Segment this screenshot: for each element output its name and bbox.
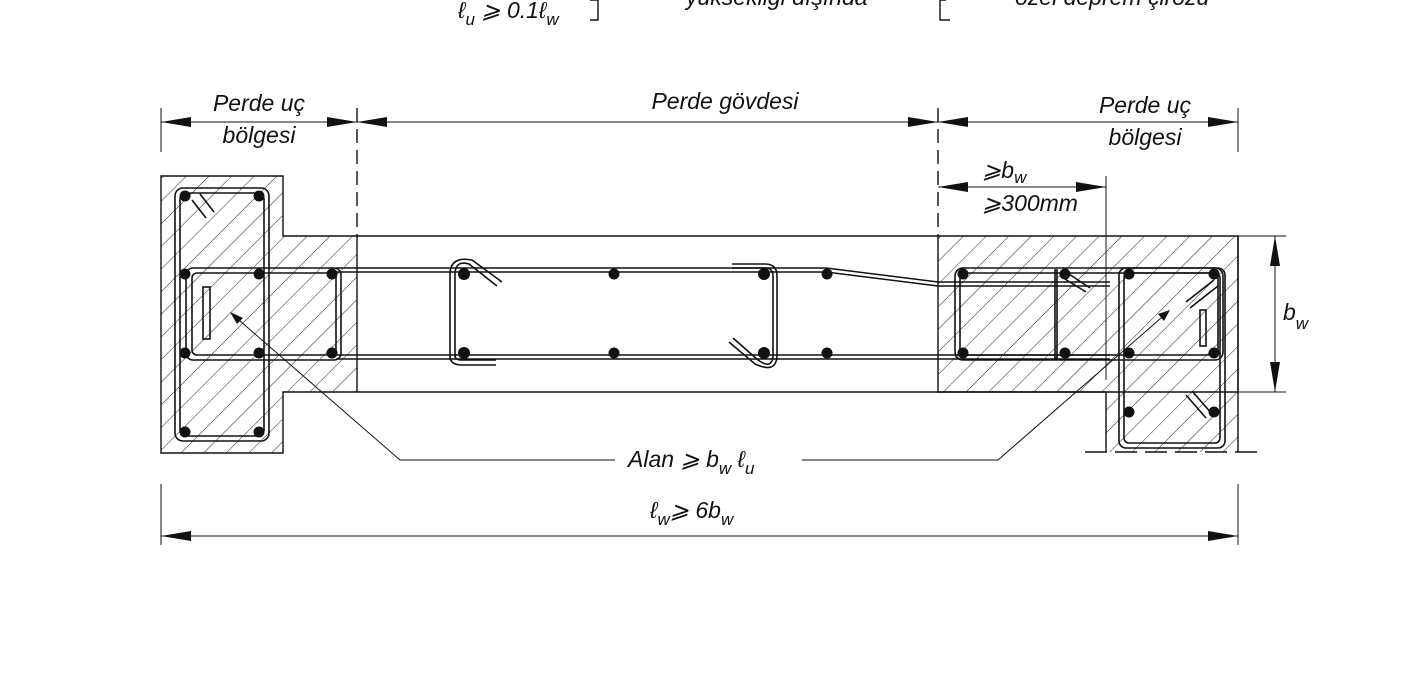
- top-caption-middle: yüksekliği dışında: [684, 0, 868, 10]
- right-zone-label-line1: Perde uç: [1099, 92, 1192, 118]
- left-zone-label-line1: Perde uç: [213, 90, 306, 116]
- right-transverse-wall: [1085, 236, 1258, 453]
- left-zone-label-line2: bölgesi: [223, 122, 297, 148]
- top-right-bracket: [939, 0, 950, 21]
- right-boundary-hatch: [937, 235, 1239, 393]
- right-boundary-reinforcement: [954, 267, 1226, 449]
- bw-label: bw: [1283, 299, 1310, 333]
- bw-dimension: [1238, 235, 1286, 393]
- area-label: Alan ⩾ bw ℓu: [626, 446, 755, 478]
- svg-text:ℓu ⩾ 0.1ℓw: ℓu ⩾ 0.1ℓw: [457, 0, 560, 29]
- left-boundary-reinforcement: [174, 187, 342, 442]
- web-label: Perde gövdesi: [651, 88, 799, 114]
- right-zone-label-line2: bölgesi: [1109, 124, 1183, 150]
- lw-label: ℓw⩾ 6bw: [649, 497, 735, 529]
- min-300mm-label: ⩾300mm: [982, 190, 1078, 216]
- top-left-bracket: [590, 0, 599, 21]
- web-reinforcement: [336, 258, 1110, 369]
- left-boundary-hatch: [160, 175, 358, 454]
- min-bw-label: ⩾bw: [982, 157, 1028, 187]
- top-caption-left: ℓu ⩾ 0.1ℓw: [457, 0, 560, 29]
- lw-dimension: [160, 484, 1239, 545]
- top-dimension-chain: [160, 108, 1239, 236]
- area-leader-lines: [230, 310, 1170, 461]
- top-caption-right: özel deprem çirozu: [1015, 0, 1210, 10]
- wall-web-outline: [357, 235, 1106, 393]
